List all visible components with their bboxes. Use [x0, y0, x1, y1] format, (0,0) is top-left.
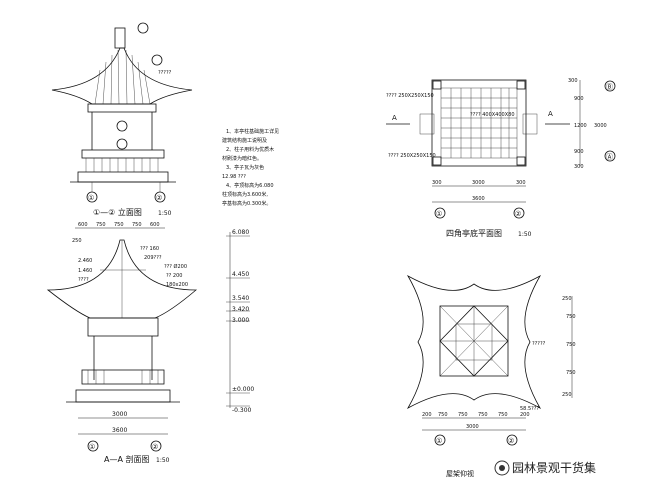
svg-text:750: 750: [438, 412, 448, 418]
svg-text:6.080: 6.080: [232, 229, 249, 236]
svg-text:750: 750: [566, 370, 576, 376]
svg-text:4.450: 4.450: [232, 271, 249, 278]
callout-circle: [116, 138, 128, 150]
watermark: 园林景观干货集: [494, 460, 596, 476]
svg-text:亭基标高为0.300米。: 亭基标高为0.300米。: [222, 200, 271, 207]
svg-text:900: 900: [574, 96, 584, 102]
svg-text:3000: 3000: [466, 424, 479, 430]
grid-bubble-2: [154, 191, 166, 203]
svg-text:250: 250: [562, 296, 572, 302]
roof-detail-note: ?????: [532, 341, 546, 347]
svg-text:750: 750: [566, 314, 576, 320]
svg-text:②: ②: [152, 443, 158, 451]
section-scale: 1:50: [156, 457, 170, 464]
plan-label-base: ???? 250X250X150: [386, 93, 434, 99]
svg-text:3.420: 3.420: [232, 306, 249, 313]
floor-plan: ???? 250X250X150 ???? 400X400X80 ???? 25…: [386, 78, 616, 238]
svg-text:①: ①: [88, 194, 94, 202]
svg-text:①: ①: [436, 437, 442, 445]
svg-text:A: A: [392, 114, 397, 122]
svg-text:-0.300: -0.300: [232, 407, 252, 414]
plan-label-floor: ???? 400X400X80: [470, 112, 515, 118]
elevation-marker: ?????: [158, 70, 172, 76]
plan-title: 四角亭底平面图: [446, 228, 502, 238]
svg-text:柱顶标高为3.600米,: 柱顶标高为3.600米,: [222, 191, 268, 198]
svg-text:2、柱子用料为优质木: 2、柱子用料为优质木: [226, 146, 274, 153]
roof-frame-view: ????? 250 750 750 750 250 200 750 750 75…: [406, 274, 576, 478]
watermark-logo-icon: [494, 460, 510, 476]
svg-text:750: 750: [132, 222, 142, 228]
watermark-text: 园林景观干货集: [512, 460, 596, 475]
svg-text:4、亭顶标高为6.080: 4、亭顶标高为6.080: [226, 182, 274, 189]
plan-scale: 1:50: [518, 231, 532, 238]
svg-text:300: 300: [568, 78, 578, 84]
svg-text:Ⓑ: Ⓑ: [606, 83, 613, 91]
svg-text:900: 900: [574, 149, 584, 155]
svg-text:2.460: 2.460: [78, 258, 92, 264]
grid-bubble-1: [86, 191, 98, 203]
svg-text:1200: 1200: [574, 123, 587, 129]
svg-text:750: 750: [458, 412, 468, 418]
elevation-scale: 1:50: [158, 210, 172, 217]
svg-text:1、本亭柱基础施工详见: 1、本亭柱基础施工详见: [226, 128, 279, 135]
svg-text:300: 300: [432, 180, 442, 186]
section-view: 600 750 750 750 600 250 2.460 1.460 ????…: [46, 222, 254, 464]
roof-finial: [114, 27, 126, 49]
svg-text:250: 250: [562, 392, 572, 398]
svg-text:1.460: 1.460: [78, 268, 92, 274]
svg-text:Ⓐ: Ⓐ: [606, 153, 613, 161]
svg-text:①: ①: [89, 443, 95, 451]
svg-text:②: ②: [508, 437, 514, 445]
svg-text:209???: 209???: [144, 255, 162, 261]
svg-text:200: 200: [520, 412, 530, 418]
svg-text:??? 160: ??? 160: [140, 246, 159, 252]
callout-circle: [151, 54, 163, 66]
svg-text:3600: 3600: [472, 196, 485, 202]
svg-text:200: 200: [422, 412, 432, 418]
svg-text:600: 600: [150, 222, 160, 228]
svg-text:建筑结构施工说明及: 建筑结构施工说明及: [222, 137, 267, 144]
svg-text:3.540: 3.540: [232, 295, 249, 302]
svg-text:750: 750: [498, 412, 508, 418]
svg-text:±0.000: ±0.000: [232, 386, 254, 393]
svg-text:材刷漆为暗红色。: 材刷漆为暗红色。: [222, 155, 262, 162]
svg-text:??? Ø200: ??? Ø200: [164, 263, 187, 270]
svg-text:250: 250: [72, 238, 82, 244]
elevation-view: ????? ① ② ①—② 立面图 1:50: [51, 22, 193, 217]
svg-text:750: 750: [114, 222, 124, 228]
callout-circle: [137, 22, 149, 34]
svg-text:600: 600: [78, 222, 88, 228]
svg-text:????: ????: [78, 277, 89, 283]
svg-text:3000: 3000: [472, 180, 485, 186]
svg-text:3、亭子瓦为灰色: 3、亭子瓦为灰色: [226, 164, 264, 171]
svg-text:58.5???: 58.5???: [520, 406, 539, 412]
svg-text:3.000: 3.000: [232, 317, 249, 324]
svg-text:12.98 ???: 12.98 ???: [222, 174, 246, 180]
callout-circle: [116, 120, 128, 132]
svg-text:300: 300: [516, 180, 526, 186]
svg-text:3600: 3600: [112, 427, 127, 434]
svg-text:A: A: [548, 110, 553, 118]
roof-title: 屋架仰视: [446, 469, 474, 478]
section-title: A—A 剖面图: [104, 454, 150, 464]
svg-text:750: 750: [478, 412, 488, 418]
svg-text:180x200: 180x200: [166, 282, 188, 288]
svg-text:①: ①: [436, 210, 442, 218]
svg-text:750: 750: [96, 222, 106, 228]
plan-label-base: ???? 250X250X150: [388, 153, 436, 159]
roof-outline: [51, 47, 193, 105]
svg-text:300: 300: [574, 164, 584, 170]
general-notes: 1、本亭柱基础施工详见 建筑结构施工说明及 2、柱子用料为优质木 材刷漆为暗红色…: [222, 128, 279, 207]
svg-text:3000: 3000: [594, 123, 607, 129]
svg-text:3000: 3000: [112, 411, 127, 418]
elevation-title: ①—② 立面图: [93, 207, 142, 217]
svg-text:?? 200: ?? 200: [166, 273, 182, 279]
svg-text:②: ②: [156, 194, 162, 202]
svg-text:②: ②: [515, 210, 521, 218]
svg-text:750: 750: [566, 342, 576, 348]
